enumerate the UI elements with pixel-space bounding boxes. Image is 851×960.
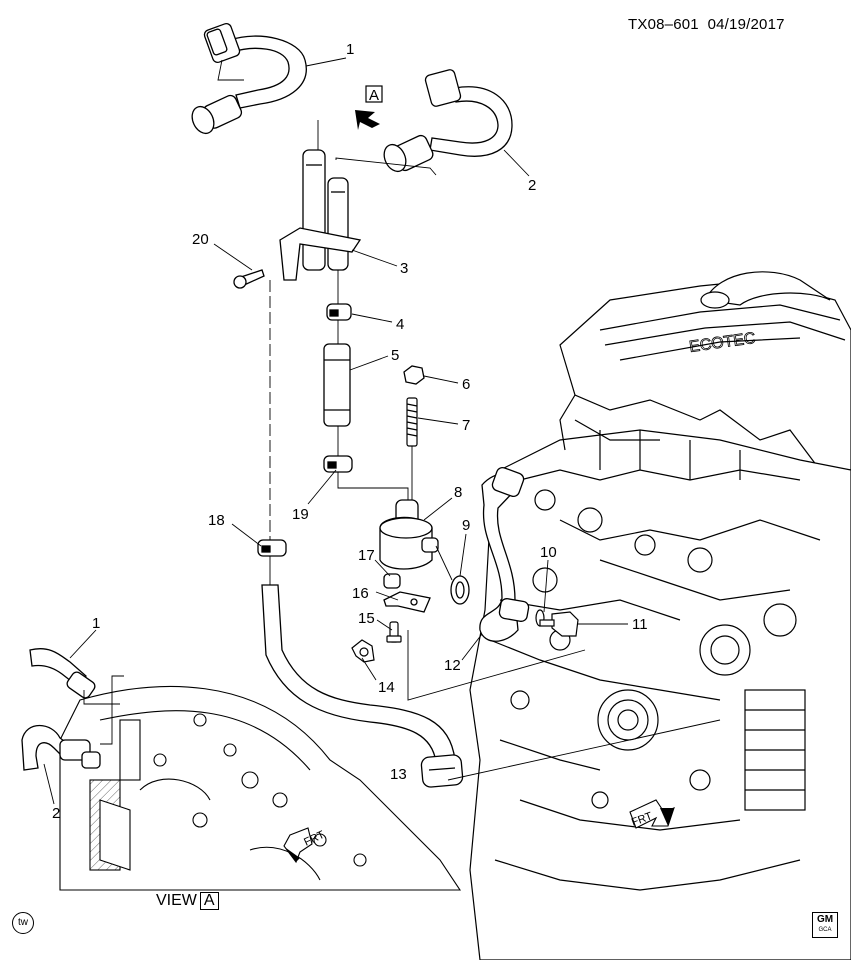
callout-17: 17: [358, 547, 375, 564]
callout-1: 1: [346, 41, 354, 58]
hose-5: [323, 343, 351, 427]
callout-14: 14: [378, 679, 395, 696]
drawing-header: TX08–601 04/19/2017: [628, 16, 785, 33]
leader-lines: [43, 57, 721, 805]
auxiliary-coolant-pump-8: [379, 499, 439, 570]
hose-2-upper: [383, 69, 513, 173]
callout-12: 12: [444, 657, 461, 674]
hose-1-upper: [191, 22, 307, 135]
insulator-17: [383, 573, 401, 589]
callout-view-a-2: 2: [52, 805, 60, 822]
callout-3: 3: [400, 260, 408, 277]
callout-9: 9: [462, 517, 470, 534]
nut-6: [403, 365, 425, 385]
callout-15: 15: [358, 610, 375, 627]
coolant-pipe-bracket-3: [279, 149, 362, 281]
callout-8: 8: [454, 484, 462, 501]
drawing-id: TX08–601: [628, 16, 699, 33]
hose-12: [479, 466, 530, 642]
callout-5: 5: [391, 347, 399, 364]
bracket-16: [383, 591, 431, 613]
view-arrow-a: A: [355, 85, 383, 130]
callout-19: 19: [292, 506, 309, 523]
view-a-hose-2: [21, 725, 101, 771]
callout-labels: 1 2 3 4 5 6 7 8 9 10 11 12 13 14 15 16 1…: [52, 41, 648, 822]
callout-4: 4: [396, 316, 404, 333]
view-arrow-letter: A: [369, 87, 379, 104]
callout-10: 10: [540, 544, 557, 561]
callout-7: 7: [462, 417, 470, 434]
callout-13: 13: [390, 766, 407, 783]
callout-11: 11: [632, 616, 648, 633]
gm-logo-brand: GM: [816, 914, 834, 925]
callout-20: 20: [192, 231, 209, 248]
sensor-11: [539, 611, 579, 637]
clip-14: [351, 639, 375, 663]
callout-view-a-1: 1: [92, 615, 100, 632]
callout-6: 6: [462, 376, 470, 393]
gm-logo-icon: GM GCA: [812, 912, 838, 938]
clamp-4: [326, 303, 352, 321]
view-a-body: [59, 685, 462, 891]
view-a-hose-1: [29, 648, 96, 699]
drawing-date: 04/19/2017: [707, 16, 785, 33]
clamp-18: [257, 539, 287, 557]
clamp-19: [323, 455, 353, 473]
stud-7: [406, 397, 418, 447]
callout-2: 2: [528, 177, 536, 194]
callout-18: 18: [208, 512, 225, 529]
gm-logo-sub: GCA: [818, 927, 832, 933]
engine-block: ECOTEC: [469, 271, 851, 960]
seal-9: [450, 575, 470, 605]
view-letter: A: [199, 892, 219, 910]
callout-16: 16: [352, 585, 369, 602]
bolt-15: [386, 621, 402, 643]
view-label: VIEW: [156, 892, 197, 909]
tw-badge-icon: tw: [12, 912, 34, 934]
bolt-20: [233, 269, 265, 289]
